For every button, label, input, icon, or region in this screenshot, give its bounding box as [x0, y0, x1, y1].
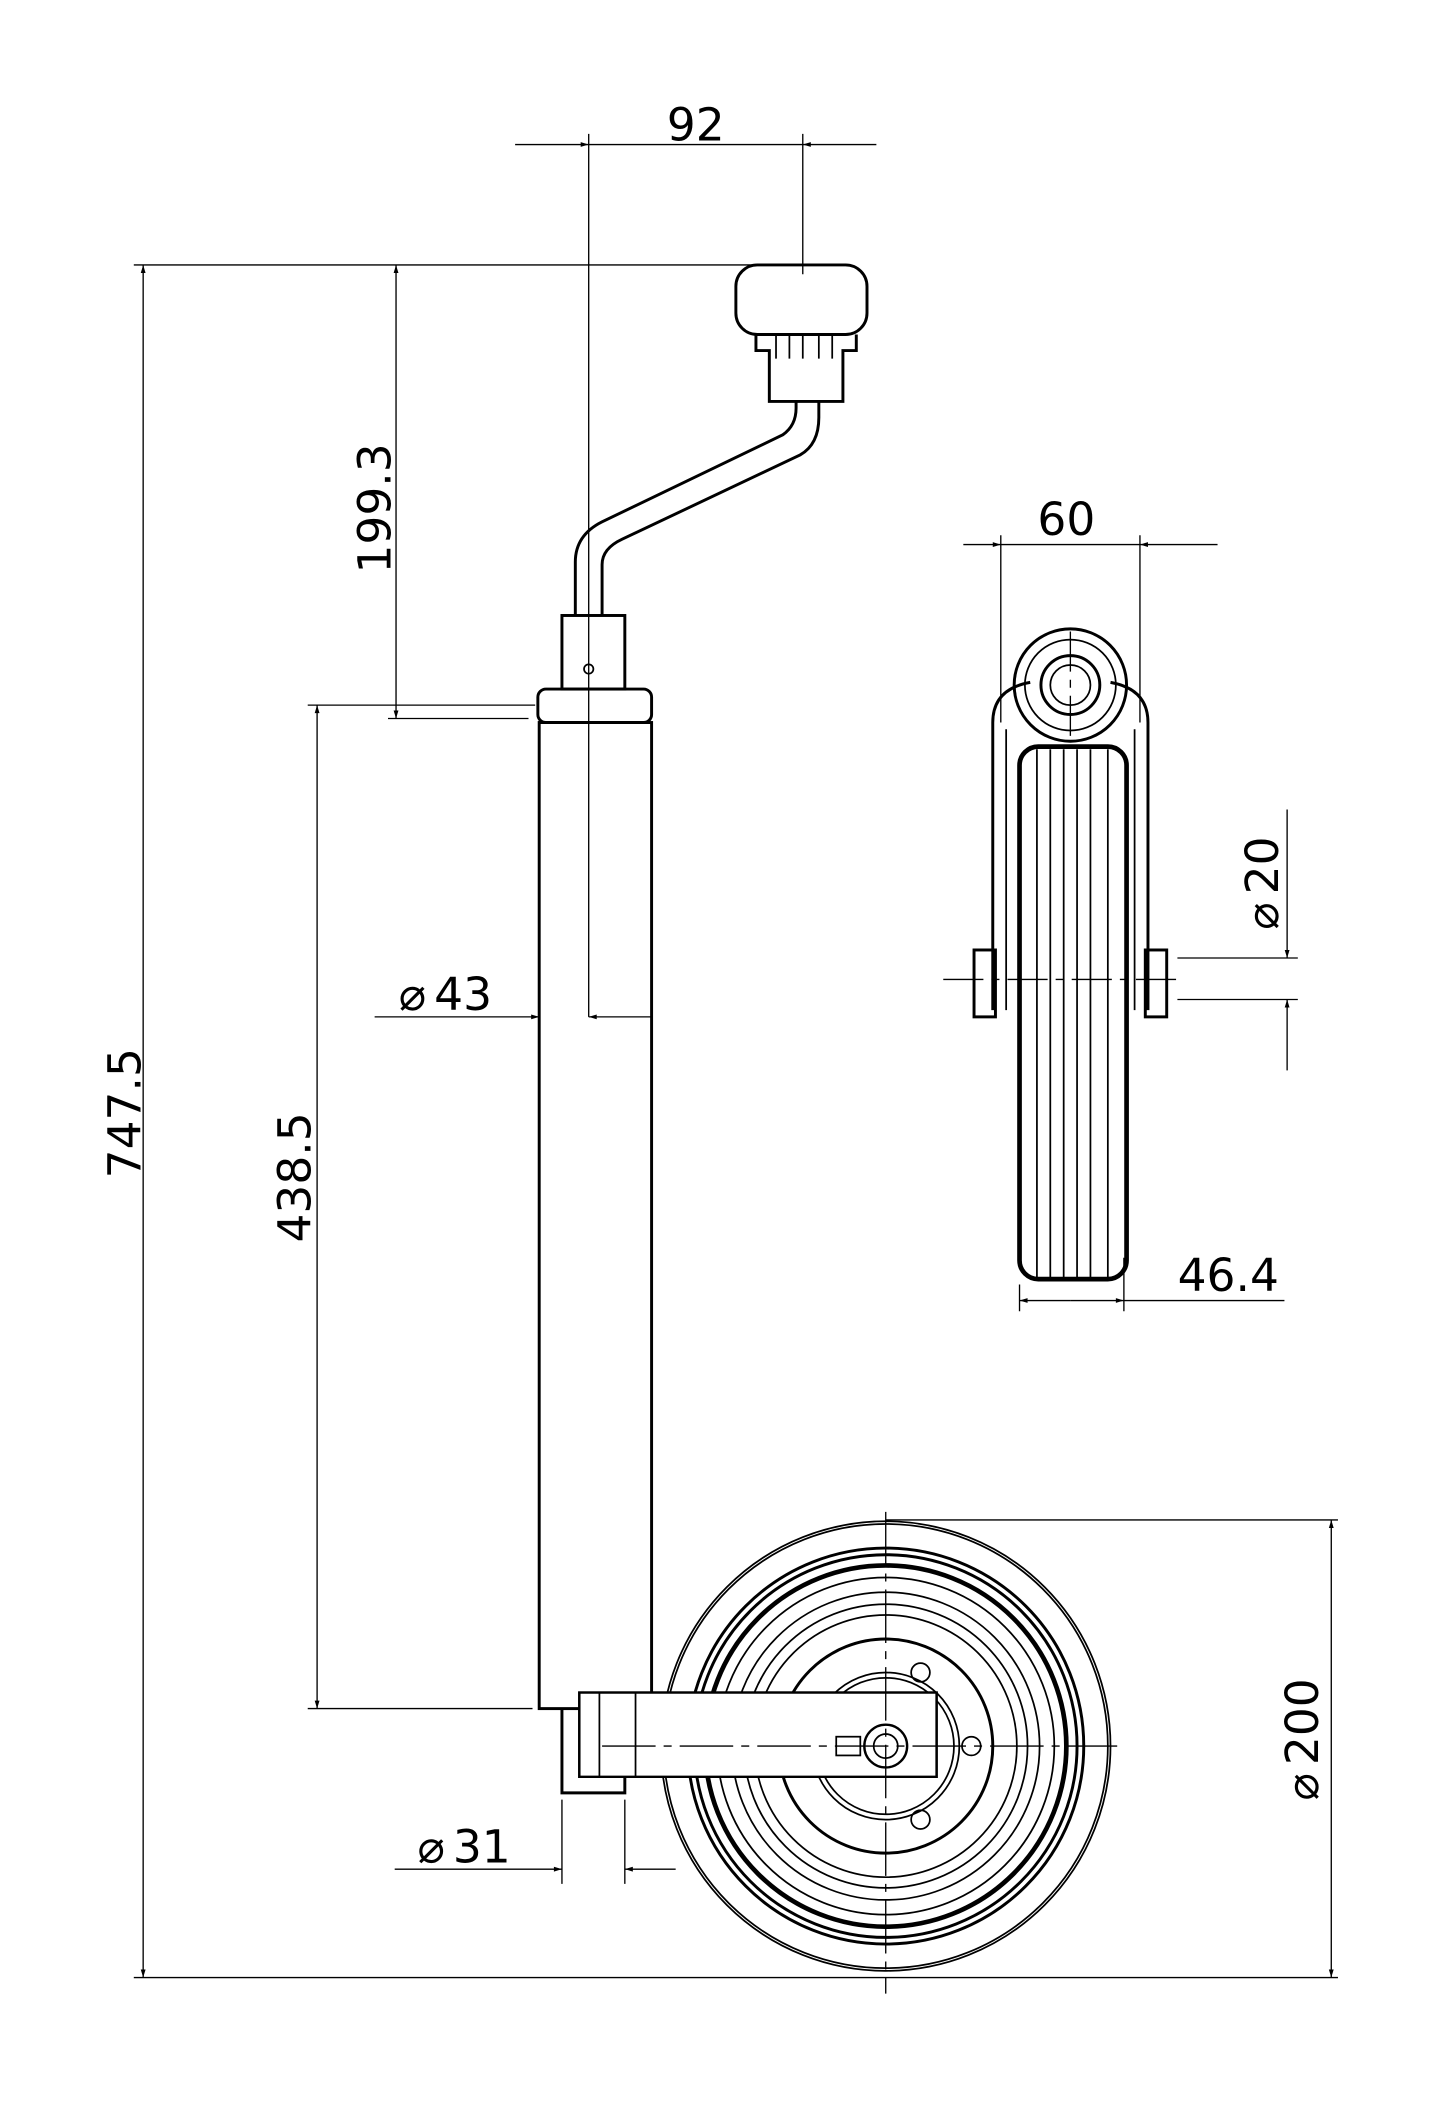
handle-base: [754, 334, 858, 403]
dim-axle-diameter: ⌀20: [1177, 809, 1298, 1071]
dim-lower-tube-diameter: ⌀31: [394, 1799, 676, 1884]
dim-label-wheel-diameter: 200: [1276, 1678, 1329, 1765]
main-tube: [537, 721, 654, 1711]
svg-text:⌀43: ⌀43: [399, 968, 492, 1021]
svg-text:⌀20: ⌀20: [1236, 836, 1289, 929]
jockey-wheel-front-view: [943, 627, 1185, 1282]
svg-text:⌀200: ⌀200: [1276, 1678, 1329, 1800]
tyre: [1017, 744, 1129, 1282]
dim-label-tube-diameter: 43: [434, 968, 492, 1021]
dim-label-fork-width: 60: [1037, 493, 1095, 546]
dim-tube-length: 438.5: [268, 704, 536, 1710]
svg-text:⌀31: ⌀31: [417, 1820, 510, 1873]
tube-collar: [536, 687, 654, 724]
dim-label-tube-length: 438.5: [268, 1112, 321, 1242]
dim-label-tyre-width: 46.4: [1178, 1249, 1279, 1302]
upper-tube: [560, 614, 627, 691]
dim-tyre-width: 46.4: [1018, 1249, 1285, 1312]
dim-wheel-diameter: ⌀200: [885, 1519, 1338, 1978]
dim-label-axle-diameter: 20: [1236, 836, 1289, 894]
dim-overall-height: 747.5: [98, 264, 1338, 1979]
jockey-wheel-side-view: [536, 263, 1118, 1994]
dim-tube-diameter: ⌀43: [374, 968, 652, 1021]
handle-knob: [734, 263, 869, 336]
dim-fork-width: 60: [963, 493, 1218, 723]
dim-crank-height: 199.3: [349, 264, 529, 720]
diameter-symbol: ⌀: [399, 968, 426, 1021]
dim-label-crank-height: 199.3: [349, 443, 402, 573]
dim-label-crank-offset: 92: [667, 99, 725, 152]
bearing-housing: [1012, 627, 1129, 743]
dim-label-overall-height: 747.5: [98, 1048, 151, 1178]
dim-label-lower-tube-diameter: 31: [453, 1820, 511, 1873]
crank-arm: [573, 401, 798, 616]
dim-crank-offset: 92: [515, 99, 877, 1017]
